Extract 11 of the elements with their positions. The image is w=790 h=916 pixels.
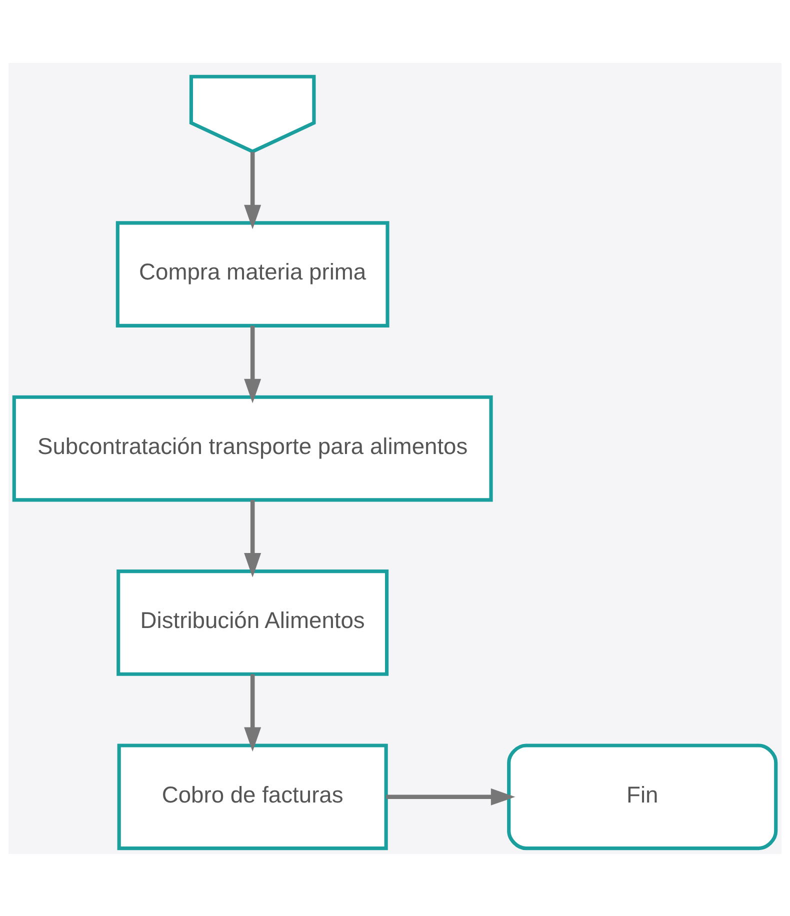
node-box: Fin [507,743,778,850]
arrow [244,325,262,403]
node-box: Compra materia prima [116,220,390,327]
node-box: Distribución Alimentos [116,569,389,676]
node-box: Cobro de facturas [117,743,388,850]
arrow [386,788,516,805]
node-pentagon [189,74,316,153]
arrow [244,674,262,752]
node-box: Subcontratación transporte para alimentos [12,394,493,502]
arrow [244,499,262,577]
arrow [244,151,262,229]
